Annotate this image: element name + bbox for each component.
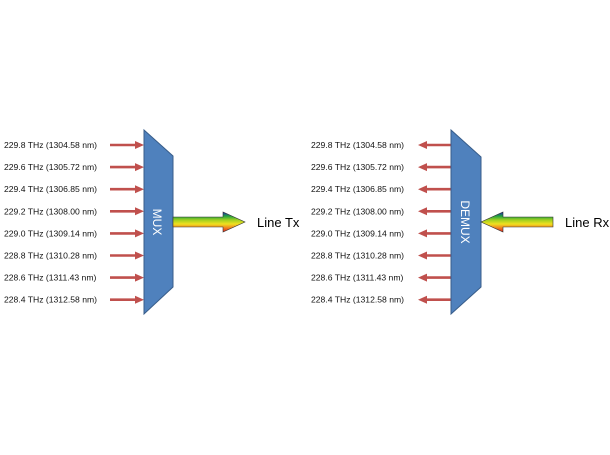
demux-label: DEMUX [458,200,472,243]
demux-channel-label: 228.8 THz (1310.28 nm) [311,251,404,261]
demux-output-arrow [418,185,451,194]
demux-block [450,128,482,316]
demux-output-arrow [418,295,451,304]
mux-input-arrow [110,185,144,194]
demux-output-arrow [418,273,451,282]
demux-output-arrow [418,163,451,172]
mux-channel-label: 228.4 THz (1312.58 nm) [4,295,97,305]
mux-input-arrow [110,207,144,216]
demux-outputs: 229.8 THz (1304.58 nm) 229.6 THz (1305.72… [311,140,451,305]
mux-channel-label: 229.8 THz (1304.58 nm) [4,140,97,150]
mux-block [143,128,174,316]
demux-channel-label: 229.8 THz (1304.58 nm) [311,140,404,150]
demux-channel-label: 228.6 THz (1311.43 nm) [311,273,403,283]
mux-channel-label: 229.0 THz (1309.14 nm) [4,228,97,238]
mux-input-arrow [110,273,144,282]
demux-output-arrow [418,251,451,260]
line-rx-label: Line Rx [565,215,610,230]
mux-channel-label: 228.6 THz (1311.43 nm) [4,273,96,283]
mux-label: MUX [150,209,164,236]
mux-channel-label: 229.6 THz (1305.72 nm) [4,162,97,172]
line-tx-label: Line Tx [257,215,300,230]
line-rx-arrow [480,211,554,233]
demux-channel-label: 229.6 THz (1305.72 nm) [311,162,404,172]
demux-channel-label: 229.0 THz (1309.14 nm) [311,228,404,238]
demux-channel-label: 229.4 THz (1306.85 nm) [311,184,404,194]
demux-output-arrow [418,229,451,238]
demux-output-arrow [418,207,451,216]
mux-channel-label: 228.8 THz (1310.28 nm) [4,251,97,261]
demux-output-arrow [418,141,451,149]
demux-channel-label: 229.2 THz (1308.00 nm) [311,206,404,216]
mux-input-arrow [110,163,144,172]
mux-input-arrow [110,251,144,260]
mux-input-arrow [110,229,144,238]
line-tx-arrow [172,211,246,233]
mux-inputs: 229.8 THz (1304.58 nm) 229.6 THz (1305.72… [4,140,144,305]
mux-input-arrow [110,141,144,149]
mux-channel-label: 229.4 THz (1306.85 nm) [4,184,97,194]
mux-channel-label: 229.2 THz (1308.00 nm) [4,206,97,216]
mux-input-arrow [110,295,144,304]
demux-channel-label: 228.4 THz (1312.58 nm) [311,295,404,305]
